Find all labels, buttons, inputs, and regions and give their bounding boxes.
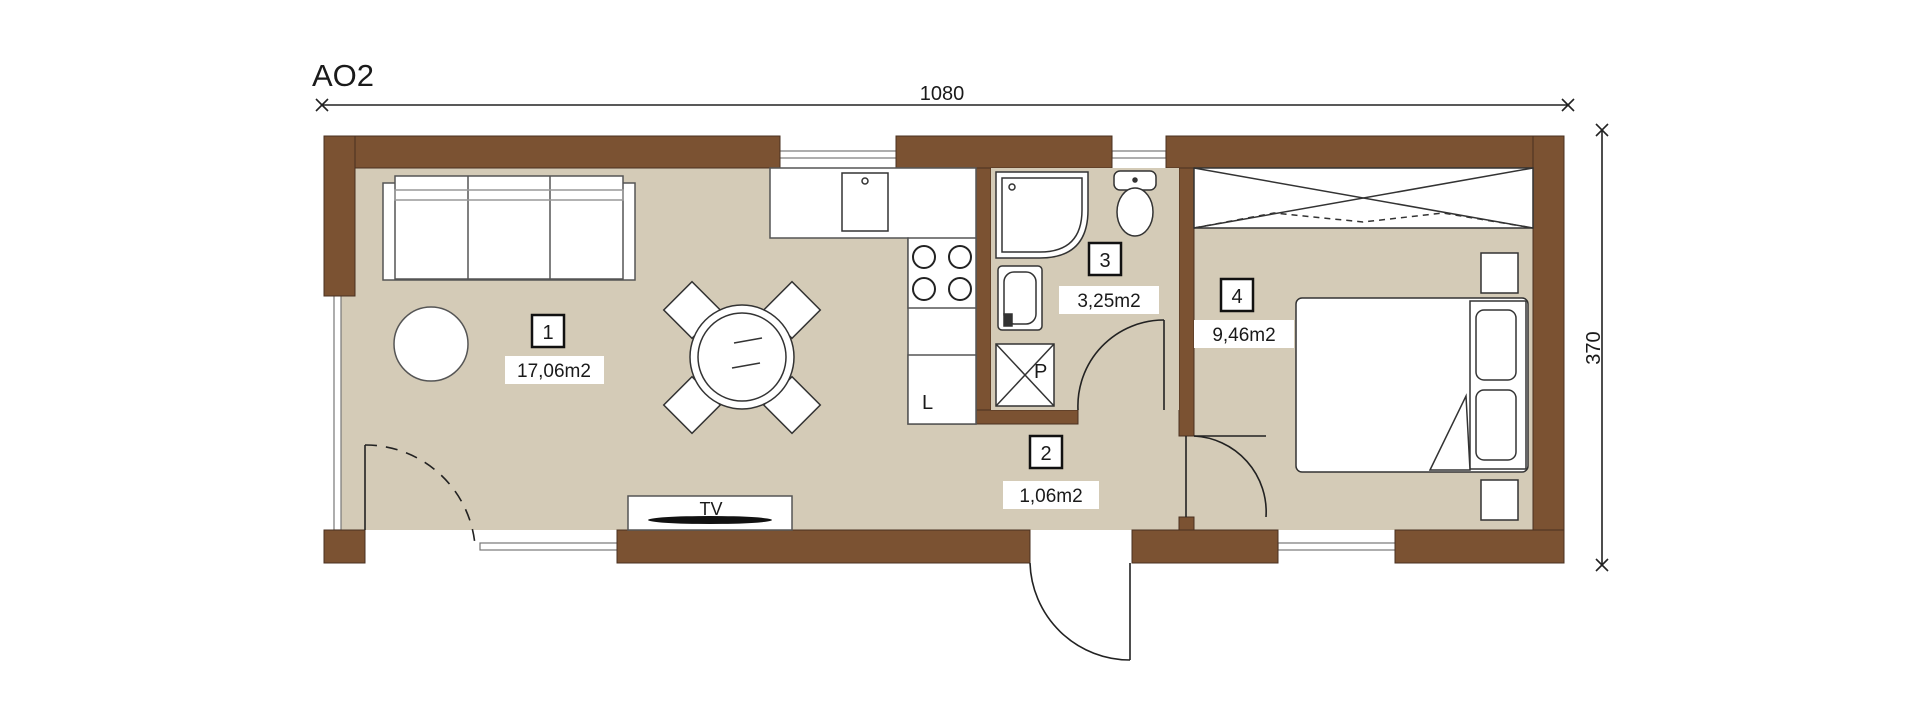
dining-set — [662, 280, 822, 435]
svg-text:4: 4 — [1231, 286, 1242, 308]
washbasin — [997, 265, 1043, 331]
wardrobe — [1193, 167, 1534, 229]
tv-unit — [627, 495, 793, 531]
round-table — [393, 306, 469, 382]
room-label-2: 2 1,06m2 — [1003, 434, 1099, 509]
nightstand-bottom — [1480, 479, 1519, 521]
tv-label: TV — [699, 499, 722, 519]
plan-title: AO2 — [312, 58, 374, 93]
sofa — [382, 175, 636, 281]
svg-text:3: 3 — [1099, 250, 1110, 272]
width-dimension — [315, 98, 1575, 112]
svg-text:3,25m2: 3,25m2 — [1077, 291, 1140, 312]
kitchen-counter — [769, 167, 977, 425]
nightstand-top — [1480, 252, 1519, 294]
washer-label: P — [1034, 361, 1047, 383]
bed — [1295, 297, 1529, 473]
exterior-walls — [323, 135, 1565, 564]
svg-text:17,06m2: 17,06m2 — [517, 361, 591, 382]
shower — [995, 171, 1089, 259]
entrance-door — [1029, 562, 1131, 661]
fridge-label: L — [922, 392, 933, 414]
svg-text:9,46m2: 9,46m2 — [1212, 325, 1275, 346]
bedroom-door — [1185, 435, 1267, 518]
height-dimension-label: 370 — [1583, 331, 1605, 364]
bathroom-door — [1077, 319, 1165, 411]
room-label-3: 3 3,25m2 — [1059, 241, 1159, 314]
washing-machine — [995, 343, 1055, 407]
svg-text:2: 2 — [1040, 443, 1051, 465]
height-dimension — [1595, 123, 1609, 572]
room-label-4: 4 9,46m2 — [1194, 277, 1294, 348]
room-label-1: 1 17,06m2 — [505, 313, 604, 384]
svg-text:1,06m2: 1,06m2 — [1019, 486, 1082, 507]
terrace-door — [364, 444, 476, 546]
toilet — [1113, 170, 1157, 237]
width-dimension-label: 1080 — [920, 83, 965, 105]
svg-text:1: 1 — [542, 322, 553, 344]
interior-walls — [975, 167, 1195, 531]
